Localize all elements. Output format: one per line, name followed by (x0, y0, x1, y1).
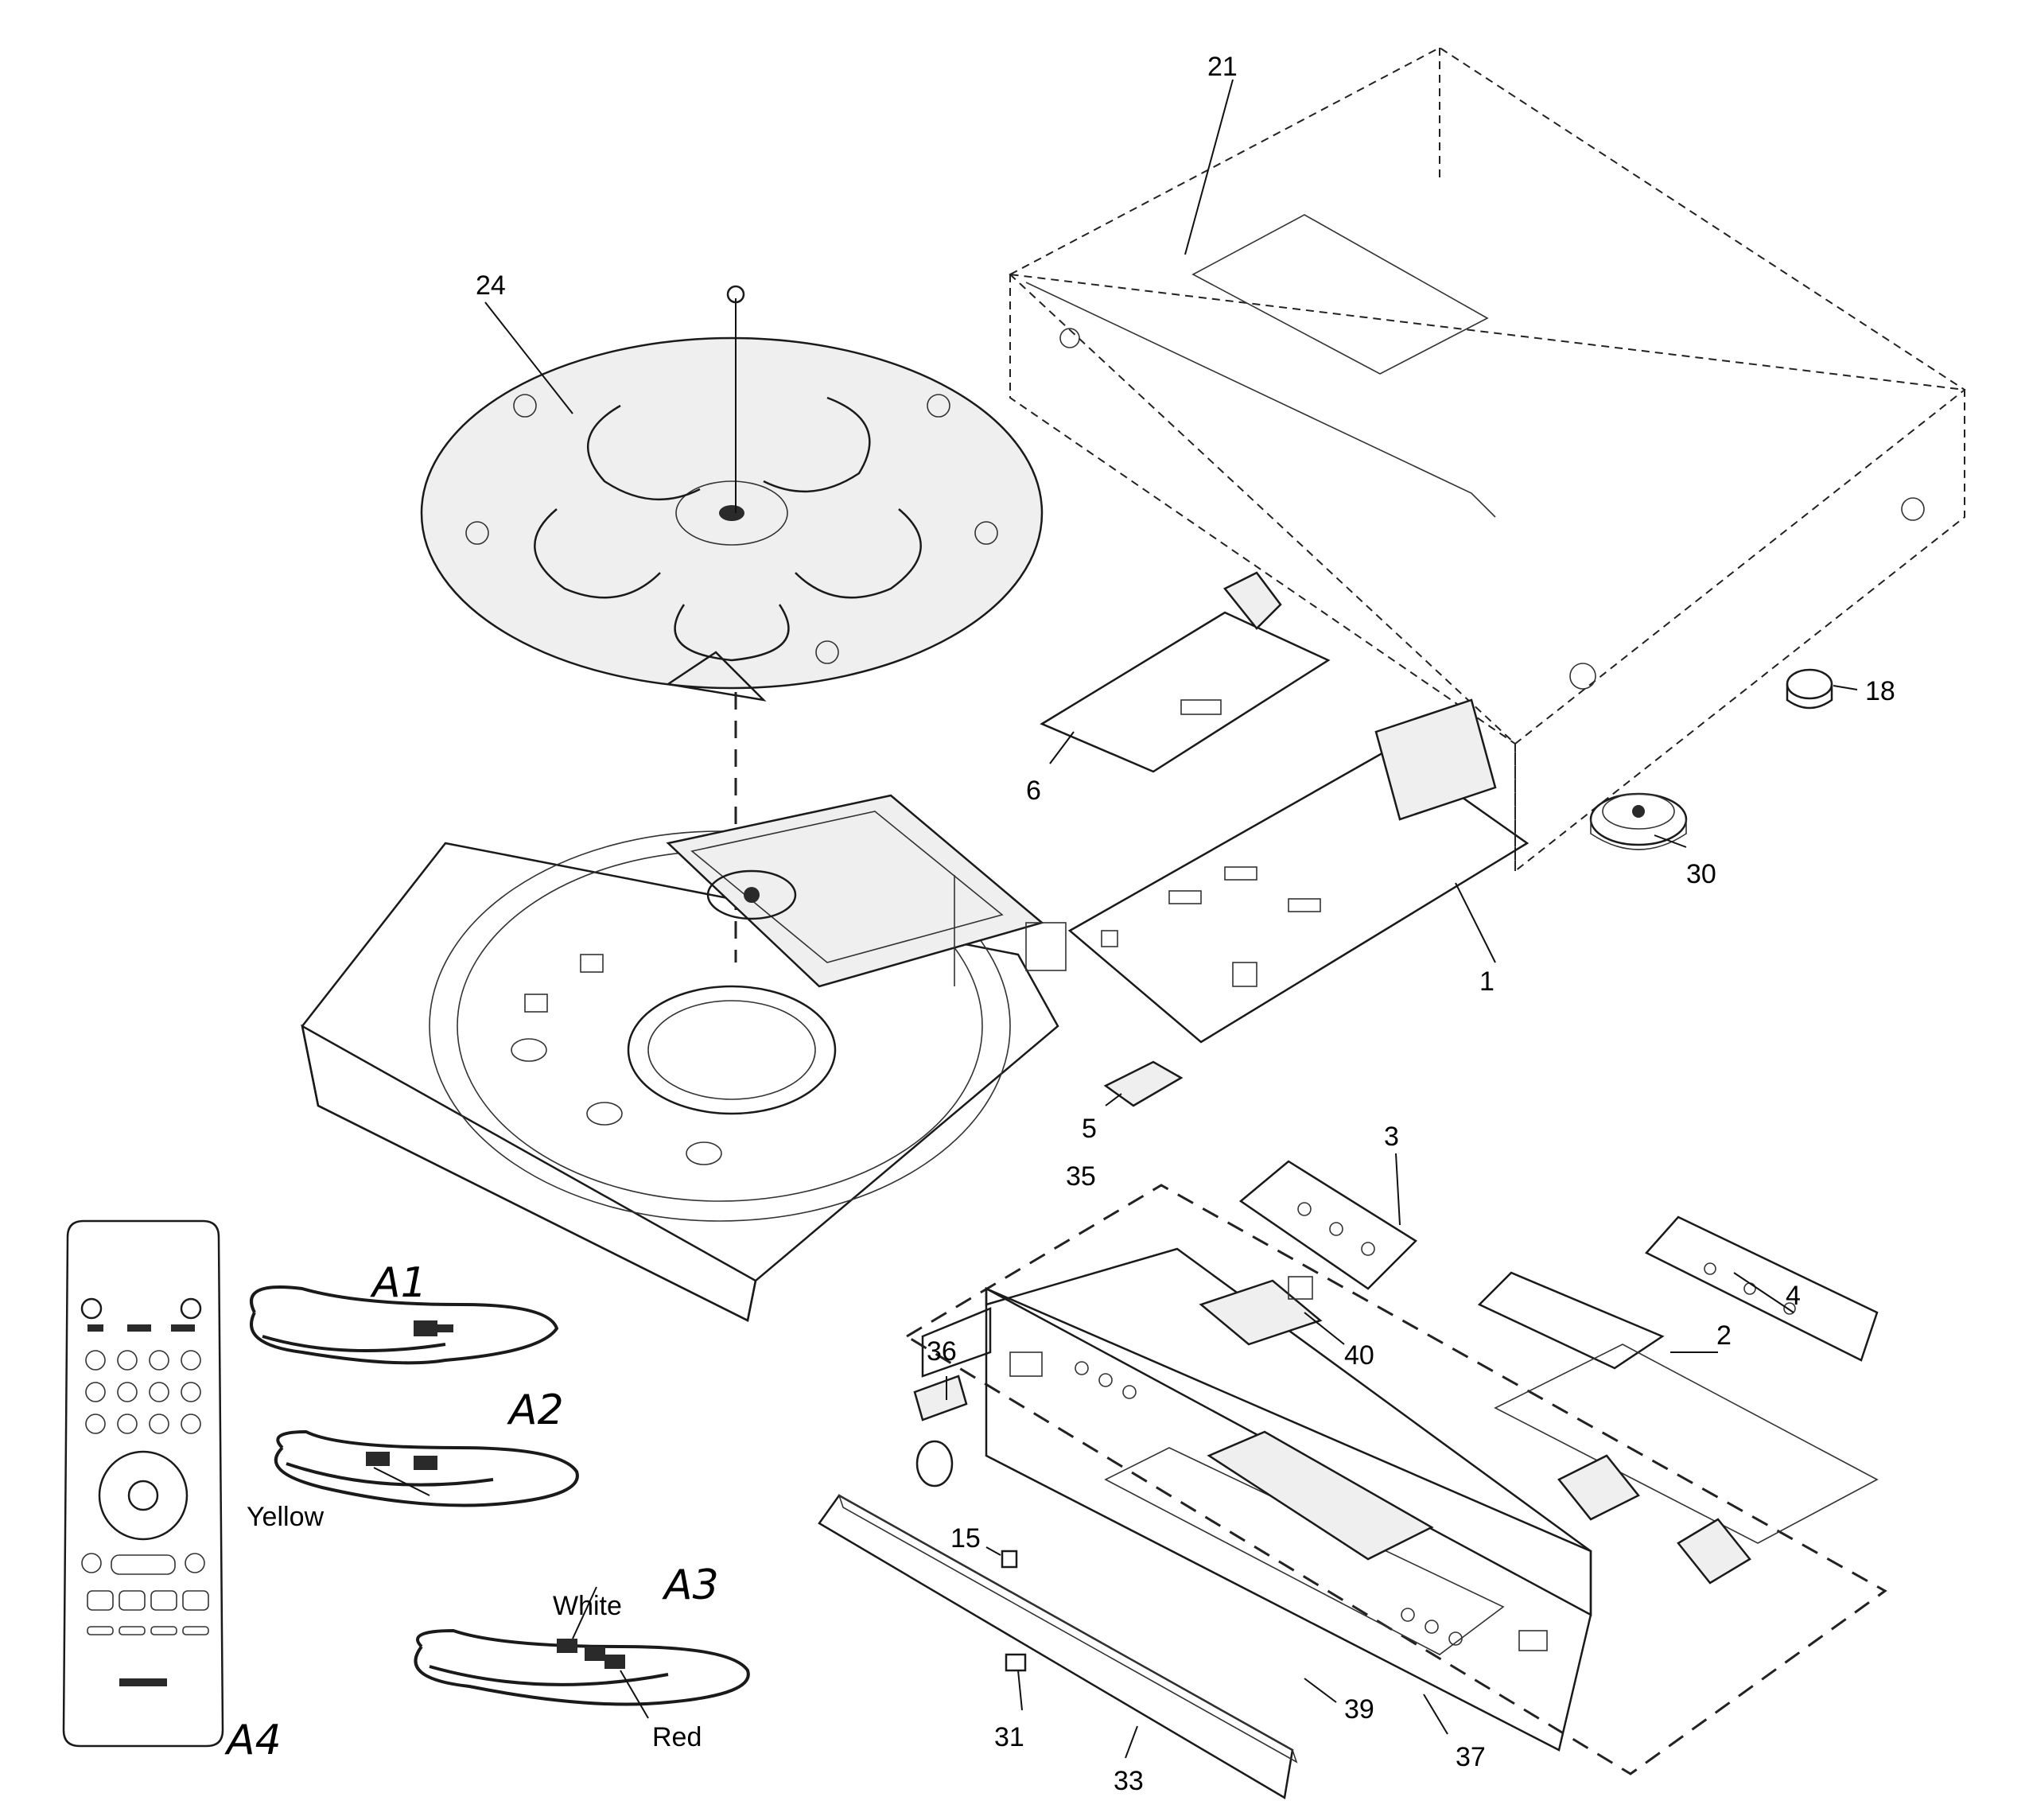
label-red: Red (652, 1722, 702, 1752)
callouts: 21 24 6 1 5 30 18 3 35 4 2 40 36 15 31 3… (476, 52, 1895, 1796)
accessory-labels: A1 A2 A3 A4 Yellow White Red (224, 1259, 719, 1764)
cable-a3 (414, 1628, 750, 1706)
label-a3: A3 (662, 1561, 719, 1609)
board-4 (1644, 1215, 1879, 1362)
callout-30: 30 (1686, 859, 1716, 889)
part-5-bracket (1103, 1060, 1184, 1107)
callout-40: 40 (1344, 1340, 1374, 1371)
callout-37: 37 (1456, 1742, 1486, 1772)
callout-21: 21 (1207, 52, 1238, 82)
board-3 (1238, 1160, 1417, 1290)
callout-5: 5 (1082, 1114, 1097, 1144)
callout-18: 18 (1865, 676, 1895, 706)
front-bezel (818, 1494, 1298, 1800)
part-30-pulley (1589, 792, 1688, 850)
top-cover (1009, 46, 1966, 873)
leader-lines (373, 79, 1858, 1759)
callout-3: 3 (1384, 1122, 1399, 1152)
part-15-button (1001, 1550, 1018, 1569)
label-a1: A1 (370, 1259, 427, 1307)
callout-1: 1 (1479, 966, 1495, 997)
board-6 (1040, 571, 1331, 773)
board-2 (1477, 1271, 1879, 1585)
part-31-lens (1005, 1653, 1027, 1672)
remote-control (62, 1219, 224, 1748)
deck-base (301, 794, 1067, 1322)
callout-31: 31 (994, 1722, 1024, 1752)
label-yellow: Yellow (247, 1502, 324, 1532)
callout-2: 2 (1716, 1320, 1732, 1351)
cable-a2 (274, 1429, 579, 1507)
callout-4: 4 (1786, 1281, 1801, 1311)
label-a2: A2 (507, 1386, 564, 1434)
callout-24: 24 (476, 270, 506, 301)
callout-15: 15 (950, 1523, 981, 1554)
label-white: White (553, 1591, 622, 1621)
callout-35: 35 (1066, 1161, 1096, 1192)
callout-33: 33 (1114, 1766, 1144, 1796)
label-a4: A4 (224, 1717, 282, 1764)
callout-36: 36 (927, 1336, 957, 1367)
remote-dpad (98, 1450, 189, 1541)
part-18-foot (1786, 668, 1833, 710)
callout-6: 6 (1026, 776, 1041, 806)
remote-number-keys (85, 1350, 201, 1434)
part-40-switch (1199, 1276, 1323, 1346)
main-board (1067, 698, 1530, 1044)
front-chassis (904, 1184, 1887, 1775)
cable-a1 (250, 1285, 559, 1365)
callout-39: 39 (1344, 1694, 1374, 1725)
carousel-tray (420, 285, 1044, 702)
part-36-bracket (913, 1375, 968, 1488)
remote-logo (119, 1678, 167, 1686)
